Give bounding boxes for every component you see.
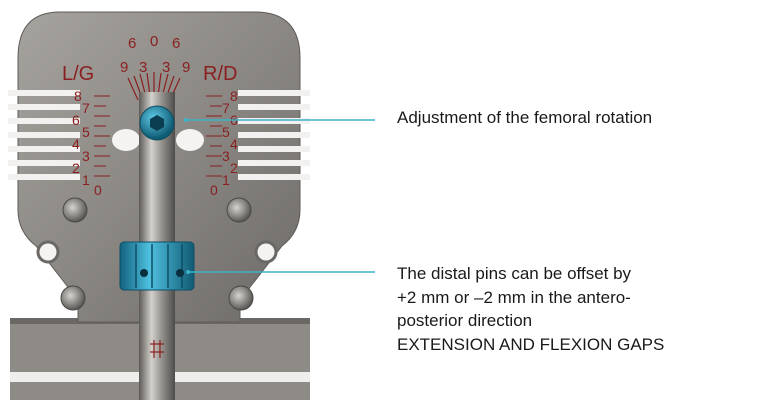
right-number: 4: [230, 136, 238, 152]
rotation-adjustment-callout: Adjustment of the femoral rotation: [397, 108, 653, 127]
left-number: 8: [74, 88, 82, 104]
top-number: 6: [172, 35, 180, 52]
left-number: 1: [82, 172, 90, 188]
right-number: 3: [222, 148, 230, 164]
top-number: 3: [162, 59, 170, 76]
top-number: 0: [150, 33, 158, 50]
offset-leader-dot: [186, 270, 190, 274]
right-number: 8: [230, 88, 238, 104]
left-number: 7: [82, 100, 90, 116]
top-number: 9: [120, 59, 128, 76]
top-number: 3: [139, 59, 147, 76]
left-scale-numbers: 8 7 6 5 4 3 2 1 0: [72, 88, 102, 198]
knob-hole: [176, 269, 184, 277]
right-fins: [238, 90, 310, 180]
left-number: 2: [72, 160, 80, 176]
distal-offset-callout: The distal pins can be offset by +2 mm o…: [397, 262, 664, 356]
fixation-screws: [60, 197, 254, 311]
callout-line: The distal pins can be offset by: [397, 264, 632, 283]
left-number: 4: [72, 136, 80, 152]
left-number: 5: [82, 124, 90, 140]
right-number: 2: [230, 160, 238, 176]
right-number: 0: [210, 182, 218, 198]
mounting-holes: [36, 240, 278, 264]
right-number: 1: [222, 172, 230, 188]
left-number: 3: [82, 148, 90, 164]
top-scale-numbers: 9 6 3 0 3 6 9: [120, 33, 190, 76]
callout-line: posterior direction: [397, 311, 533, 330]
left-scale-ticks: [94, 95, 110, 177]
right-number: 5: [222, 124, 230, 140]
scale-right-label: R/D: [203, 63, 237, 85]
left-fins: [8, 90, 80, 180]
top-number: 9: [182, 59, 190, 76]
distal-offset-knob: [119, 241, 195, 291]
top-number: 6: [128, 35, 136, 52]
right-number: 7: [222, 100, 230, 116]
scale-left-label: L/G: [62, 63, 94, 85]
knob-hole: [140, 269, 148, 277]
left-number: 6: [72, 112, 80, 128]
callout-line: EXTENSION AND FLEXION GAPS: [397, 334, 665, 354]
right-scale-ticks: [206, 95, 222, 177]
gap-marking: [150, 340, 164, 358]
left-number: 0: [94, 182, 102, 198]
hex-socket-icon: [150, 115, 164, 131]
rotation-leader-dot: [184, 118, 188, 122]
knob-grooves: [135, 244, 183, 288]
left-slot: [112, 129, 140, 151]
callout-line: +2 mm or –2 mm in the antero-: [397, 287, 631, 307]
right-slot: [176, 129, 204, 151]
